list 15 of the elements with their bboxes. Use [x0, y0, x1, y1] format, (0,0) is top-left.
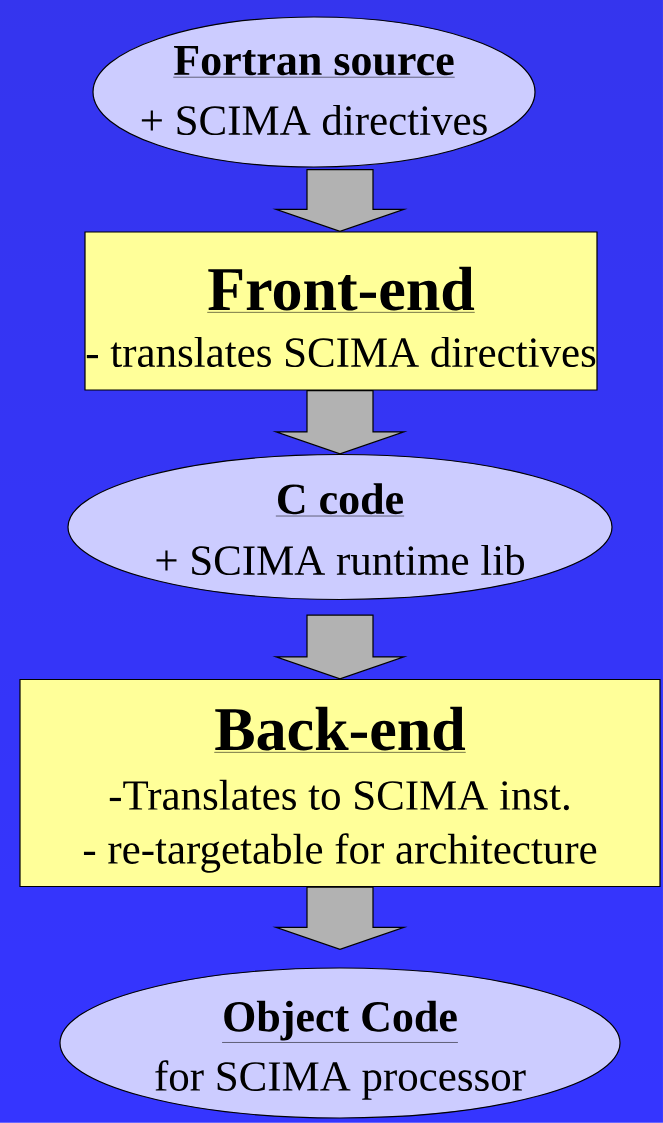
heading-text: C code [275, 483, 405, 517]
heading-text: Object Code [221, 1000, 459, 1043]
block-arrow [272, 886, 408, 951]
body-text: - re-targetable for architecture [83, 833, 597, 873]
body-text: - translates SCIMA directives [86, 336, 596, 368]
block-arrow [272, 390, 408, 455]
body-text: + SCIMA runtime lib [156, 544, 524, 576]
block-arrow [272, 614, 408, 680]
body-text: for SCIMA processor [155, 1060, 526, 1100]
heading-text: Fortran source [173, 46, 455, 78]
body-text: + SCIMA directives [141, 104, 487, 136]
body-text: -Translates to SCIMA inst. [109, 779, 569, 811]
block-arrow [272, 169, 408, 233]
heading-text: Front-end [206, 266, 475, 313]
heading-text: Back-end [214, 706, 466, 753]
